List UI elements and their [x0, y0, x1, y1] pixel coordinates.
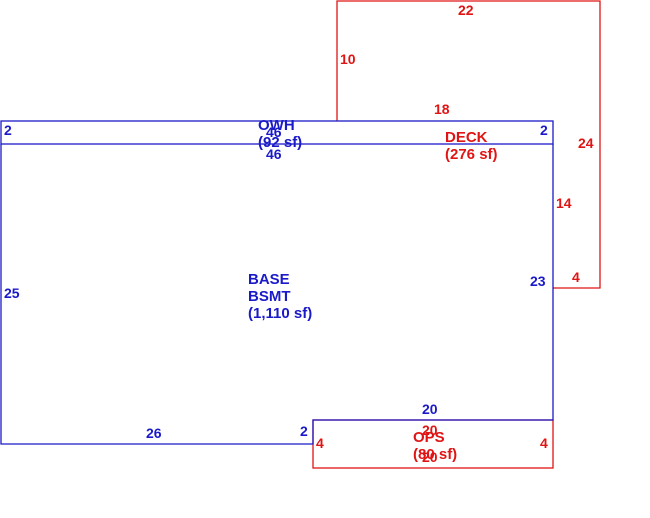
dim-ops-bottom: 20 [422, 449, 438, 465]
base-area-name: BASE [248, 271, 290, 288]
dim-owh-bottom: 46 [266, 146, 282, 162]
base-area-size: (1,110 sf) [248, 305, 312, 322]
dim-ops-top: 20 [422, 422, 438, 438]
base-area-name-2: BSMT [248, 288, 291, 305]
dim-base-right: 23 [530, 273, 546, 289]
dim-deck-bottom-upper: 18 [434, 101, 450, 117]
owh-area-name: OWH [258, 117, 295, 134]
deck-outline [336, 0, 601, 289]
dim-deck-right: 24 [578, 135, 594, 151]
dim-owh-top: 46 [266, 124, 282, 140]
owh-area-size: (92 sf) [258, 134, 302, 151]
dim-base-step: 2 [300, 423, 308, 439]
dim-owh-left: 2 [4, 122, 12, 138]
dim-deck-top: 22 [458, 2, 474, 18]
deck-area-name: DECK [445, 129, 488, 146]
owh-outline [0, 120, 554, 145]
dim-base-left: 25 [4, 285, 20, 301]
ops-area-name: OPS [413, 429, 445, 446]
dim-base-bottom-left: 26 [146, 425, 162, 441]
dim-ops-right: 4 [540, 435, 548, 451]
dim-deck-left: 10 [340, 51, 356, 67]
dim-ops-left: 4 [316, 435, 324, 451]
deck-area-size: (276 sf) [445, 146, 498, 163]
dim-deck-bottom: 4 [572, 269, 580, 285]
dim-owh-right: 2 [540, 122, 548, 138]
base-outline [0, 144, 554, 445]
ops-area-size: (80 sf) [413, 446, 457, 463]
dim-deck-inner: 14 [556, 195, 572, 211]
dim-base-bottom-right: 20 [422, 401, 438, 417]
